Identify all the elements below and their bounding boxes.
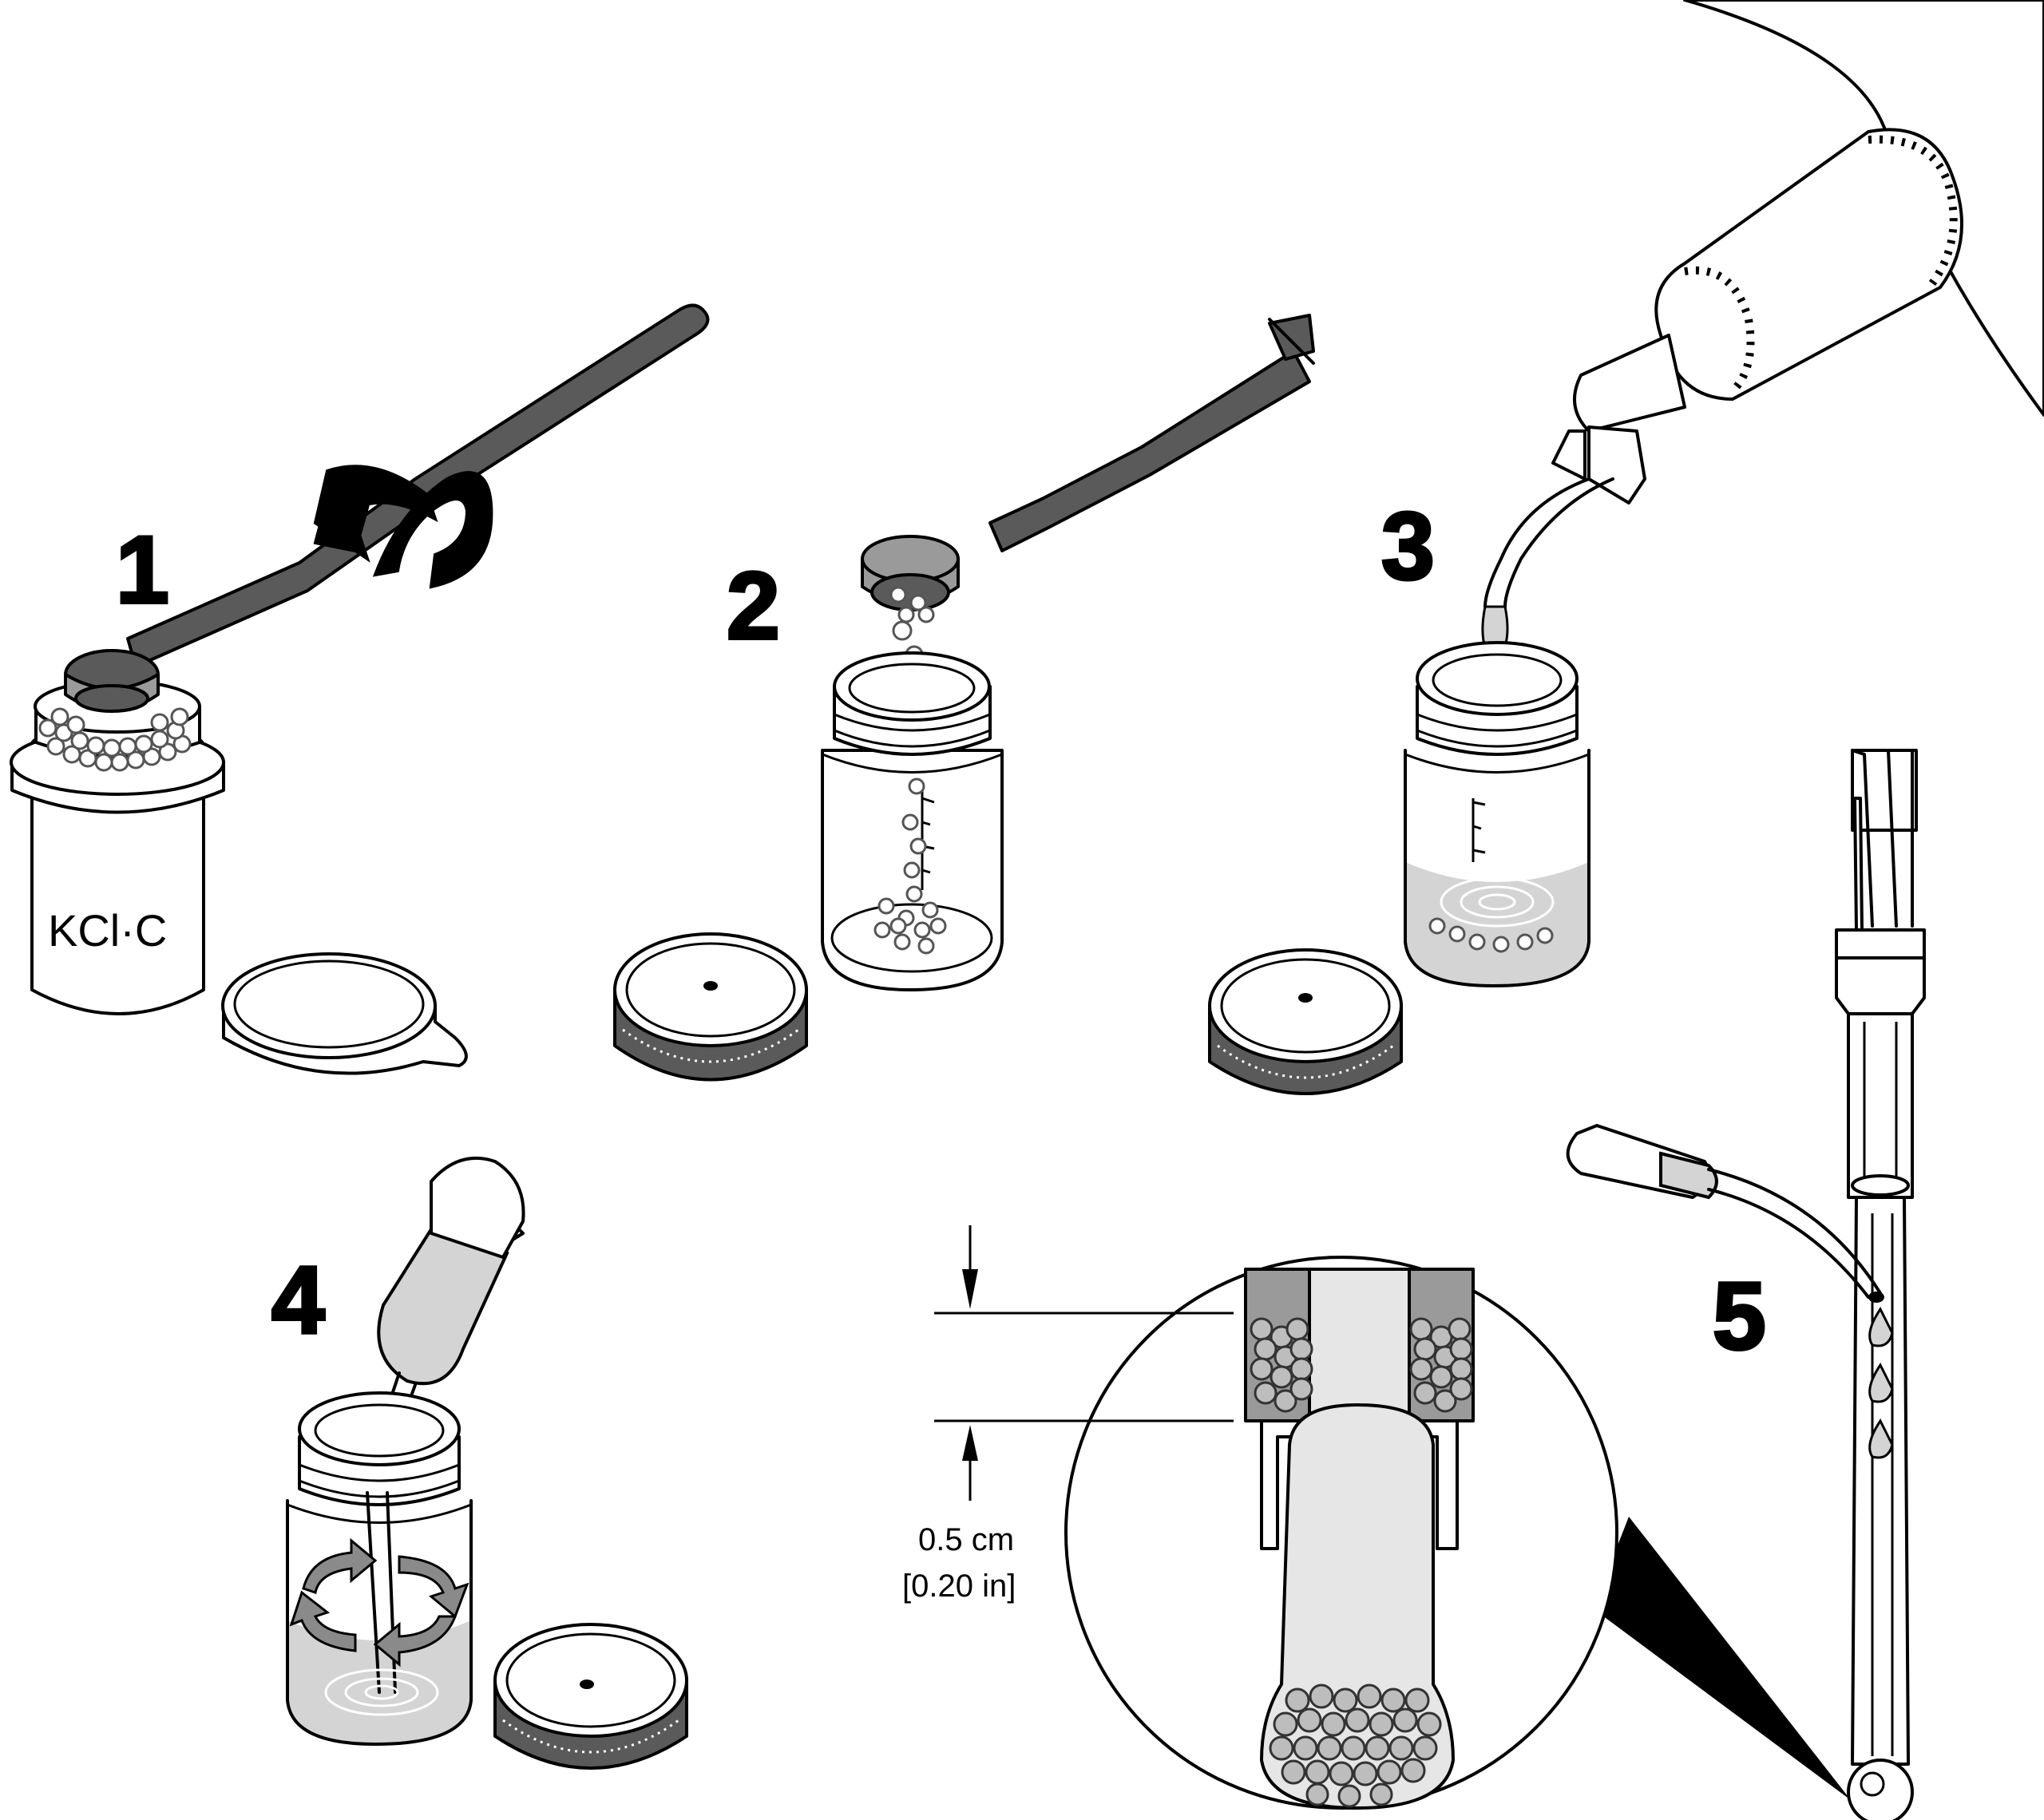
dimension-metric: 0.5 cm <box>918 1522 1014 1557</box>
container-label: KCl·C <box>48 905 167 956</box>
dropper-bottle <box>1481 0 2044 665</box>
sample-vial <box>821 651 1004 991</box>
spoon-pouring <box>861 314 1315 611</box>
reference-electrode <box>1835 749 1926 1820</box>
step-1-panel: 1 KCl·C <box>10 303 710 1075</box>
step-3-panel: 3 <box>1208 0 2044 1095</box>
callout-pointer <box>1593 1517 1851 1800</box>
kcl-container: KCl·C <box>10 679 225 1015</box>
dimension-indicator: 0.5 cm [0.20 in] <box>902 1225 1234 1604</box>
step-3-number: 3 <box>1381 493 1435 599</box>
vial-cap-3 <box>1208 948 1403 1095</box>
step-4-number: 4 <box>271 1247 325 1354</box>
junction-beads-right <box>1409 1317 1473 1413</box>
rotation-arrow-icon <box>313 465 493 589</box>
vial-cap <box>613 932 808 1082</box>
step-5-number: 5 <box>1713 1263 1766 1370</box>
bulb-beads <box>1269 1684 1442 1808</box>
step-1-number: 1 <box>116 516 169 623</box>
step-2-panel: 2 <box>613 314 1315 1082</box>
junction-beads-left <box>1250 1317 1313 1413</box>
container-lid <box>221 952 468 1075</box>
pipette-step5 <box>1566 1124 1884 1303</box>
vial-with-liquid <box>1404 641 1590 987</box>
step-2-number: 2 <box>727 552 780 659</box>
measuring-spoon <box>64 303 710 713</box>
step-5-panel: 5 <box>902 749 1926 1820</box>
dimension-imperial: [0.20 in] <box>902 1569 1016 1604</box>
swirl-arrows-icon <box>289 1537 469 1668</box>
step-4-panel: 4 <box>270 1156 688 1770</box>
bead-pile <box>38 707 192 772</box>
detail-magnifier <box>1064 1256 1618 1810</box>
vial-cap-4 <box>493 1623 688 1770</box>
vial-mixing <box>286 1391 473 1746</box>
